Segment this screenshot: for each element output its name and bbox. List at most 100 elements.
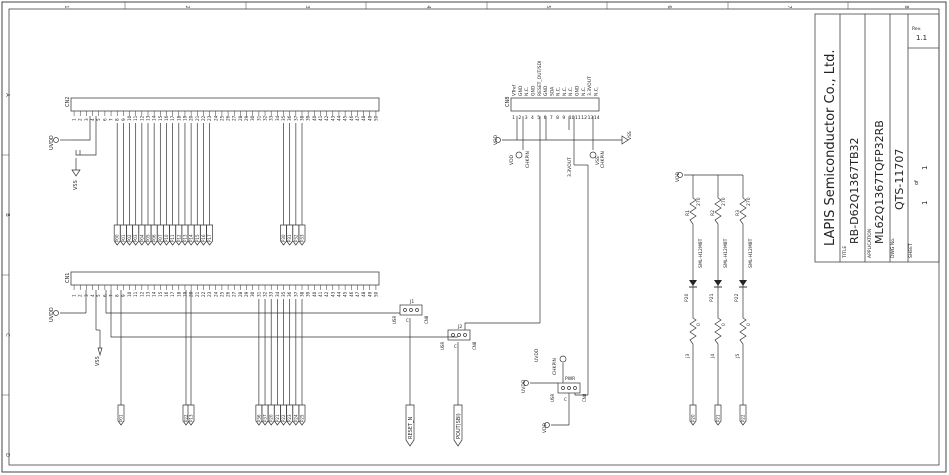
cn8-pin-number: 1 [512,115,515,121]
cn1-pin-number: 14 [152,291,157,297]
dwg-number: QTS-11707 [893,149,906,210]
cn2-pin-number: 18 [176,115,181,121]
cn1-pin-number: 44 [336,291,341,297]
cn1-pin-number: 4 [90,294,95,297]
cn2-port-tag: P17 [206,224,213,246]
port-label: P03 [133,234,138,242]
dwg-label: DWG No. [890,238,896,258]
cn8-chkpin-b: CHKPIN [600,151,606,168]
cn8-pin-number: 5 [537,115,540,121]
cn8-signal-label: N.C. [581,87,587,96]
cn1-pin-number: 24 [213,291,218,297]
cn1-pin-number: 38 [300,291,305,297]
cn2-port-tag: P04 [138,224,146,246]
cn8-signal-label: N.C. [524,87,530,96]
cn8-vss-b: VSS [595,156,601,165]
cn2-port-tag: P31 [286,224,294,246]
cn2-pin-number: 20 [189,115,194,121]
port-label: P24 [293,414,298,422]
cn2-pin-number: 22 [201,115,206,121]
resistor-ref: R3 [735,210,741,216]
row-label: D [4,453,10,457]
reset-port-label: RESET_N [408,416,414,439]
cn2-port-tag: P10 [163,224,170,246]
cn2-pin-number: 11 [133,115,138,121]
pwr-ref: PWR [565,376,575,382]
cn2-pin-number: 42 [324,115,329,121]
cn8-pin-number: 12 [581,115,587,121]
cn1-pin-number: 25 [219,291,224,297]
cn2-pin-number: 7 [109,118,114,121]
cn8-pin-number: 8 [556,115,559,121]
cn2-pin-number: 1 [72,118,77,121]
jumper-pwr [523,355,588,428]
resistor-ref: R1 [685,210,691,216]
led-ref: P21 [709,293,715,302]
cn1-pin-number: 45 [343,291,348,297]
resistor-value: 270 [721,197,727,206]
cn2-pin-number: 4 [90,118,95,121]
cn1-pin-number: 43 [330,291,335,297]
cn8-pin-number: 14 [594,115,600,121]
port-label: P20 [691,414,696,422]
cn2-pin-number: 9 [121,118,126,121]
cn1-pin-number: 35 [281,291,286,297]
cn8-vdd-b: VDD [509,154,515,165]
port-label: P22 [184,414,189,422]
cn2-port-tag: P07 [156,224,164,246]
cn2-pin-number: 25 [219,115,224,121]
cn1-port-tag: P25 [298,404,306,426]
cn1-pin-number: 48 [361,291,366,297]
cn1-pin-number: 31 [256,291,261,297]
led-port-tag: P22 [739,404,747,426]
cn1-ref: CN1 [65,273,71,283]
cn8-signal-label: RESET_OUT/SDI [537,61,543,96]
cn2-pin-number: 14 [152,115,157,121]
cn2-pin-number: 2 [78,118,83,121]
port-label: P21 [716,414,721,422]
cn1-port-tag: P22 [280,404,287,426]
cn1-pin-number: 19 [182,291,187,297]
cn1-port-tag: P20 [267,404,275,426]
port-label: P01 [119,414,124,422]
cn2-pin-number: 38 [300,115,305,121]
resistor-value: 0 [696,323,702,326]
company-name: LAPIS Semiconductor Co., Ltd. [823,50,838,246]
port-label: P17 [207,234,212,242]
cn1-pin-number: 21 [195,291,200,297]
cn1-pin-number: 29 [244,291,249,297]
cn2-pin-number: 33 [269,115,274,121]
cn1-pin-number: 46 [349,291,354,297]
jumper-j1 [399,304,423,316]
port-label: P22 [741,414,746,422]
resistor-value: 0 [746,323,752,326]
port-label: P13 [182,234,187,242]
row-label: B [4,213,10,217]
resistor-ref: J5 [735,354,741,359]
cn8-pin-number: 3 [525,115,528,121]
port-label: P30 [281,234,286,242]
cn2-port-tag: P32 [292,224,300,246]
resistor-ref: J4 [710,354,716,359]
cn2-pin-number: 16 [164,115,169,121]
j1-ext: CN8 [424,315,429,324]
cn8-pin-number: 4 [531,115,534,121]
col-label: 4 [425,5,431,8]
cn2-port-tag: P30 [280,224,287,246]
cn2-pin-number: 45 [343,115,348,121]
led-part: SML-H12M8T [723,238,729,268]
application-label: APPLICATION [867,229,873,258]
cn2-pin-number: 44 [336,115,341,121]
cn2-port-tag: P15 [193,224,201,246]
port-label: P14 [189,234,194,242]
j2-ref: J2 [457,324,462,330]
cn1-pin-number: 17 [170,291,175,297]
cn8-pin-number: 10 [569,115,575,121]
cn1-port-tag: P36 [255,404,263,426]
cn8-pin-number: 7 [550,115,553,121]
